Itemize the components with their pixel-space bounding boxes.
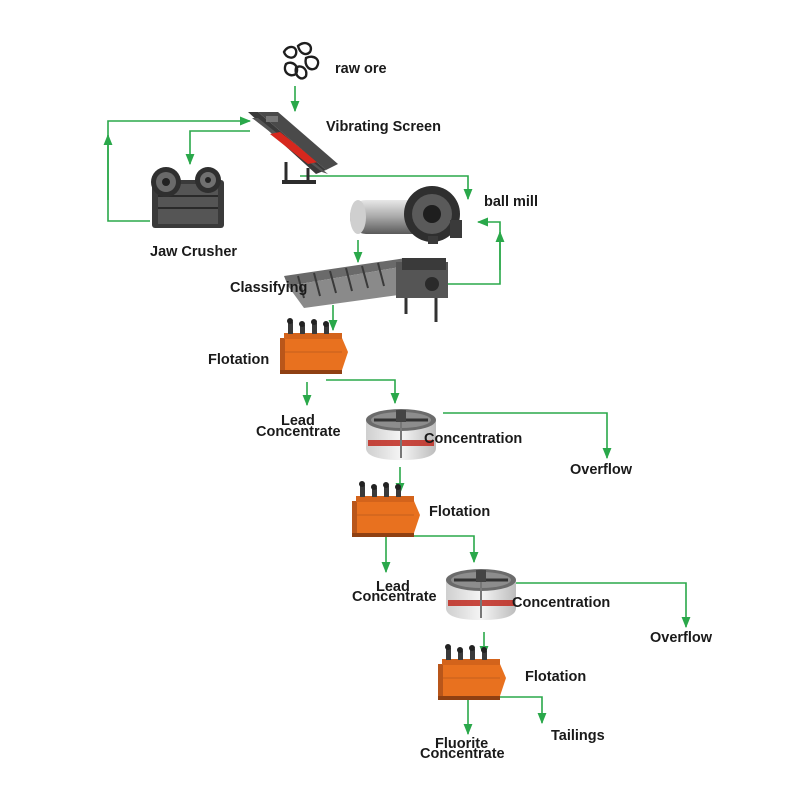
arrow-flotation3-to-tailings — [476, 696, 547, 725]
arrow-flotation2-to-concentration2 — [395, 535, 479, 564]
flotation-cell-icon-1 — [279, 317, 349, 375]
label-concentration-2: Concentration — [512, 595, 610, 611]
label-lead-1: Lead — [281, 413, 315, 429]
flotation-cell-icon-2 — [351, 480, 421, 538]
ore-rocks-icon — [282, 41, 320, 80]
flotation-cell-icon-3 — [437, 643, 507, 701]
vibrating-screen-icon — [248, 112, 338, 184]
label-fluorite: Fluorite — [435, 736, 488, 752]
label-flotation-3: Flotation — [525, 669, 586, 685]
arrow-concentration2-to-overflow2 — [515, 582, 691, 629]
labels: raw ore Vibrating Screen ball mill Jaw C… — [150, 61, 713, 762]
label-concentration-1: Concentration — [424, 431, 522, 447]
label-classifying: Classifying — [230, 280, 307, 296]
label-overflow-1: Overflow — [570, 462, 633, 478]
label-flotation-2: Flotation — [429, 504, 490, 520]
arrow-screen-to-ballmill — [300, 175, 473, 201]
label-tailings: Tailings — [551, 728, 605, 744]
thickener-icon-2 — [444, 567, 518, 622]
label-vibrating-screen: Vibrating Screen — [326, 119, 441, 135]
label-ball-mill: ball mill — [484, 194, 538, 210]
arrow-screen-to-crusher — [185, 130, 250, 166]
label-concentrate-2: Concentrate — [352, 589, 437, 605]
label-concentrate-1: Concentrate — [256, 424, 341, 440]
flow-arrows — [103, 86, 691, 736]
label-raw-ore: raw ore — [335, 61, 387, 77]
label-lead-2: Lead — [376, 579, 410, 595]
arrow-concentration1-to-overflow1 — [443, 412, 612, 460]
label-fluorite-concentrate: Concentrate — [420, 746, 505, 762]
arrow-flotation1-to-concentration1 — [326, 379, 400, 405]
label-overflow-2: Overflow — [650, 630, 713, 646]
jaw-crusher-icon — [151, 167, 224, 228]
ball-mill-icon — [350, 186, 462, 244]
label-jaw-crusher: Jaw Crusher — [150, 244, 237, 260]
spiral-classifier-icon — [284, 258, 448, 322]
label-flotation-1: Flotation — [208, 352, 269, 368]
